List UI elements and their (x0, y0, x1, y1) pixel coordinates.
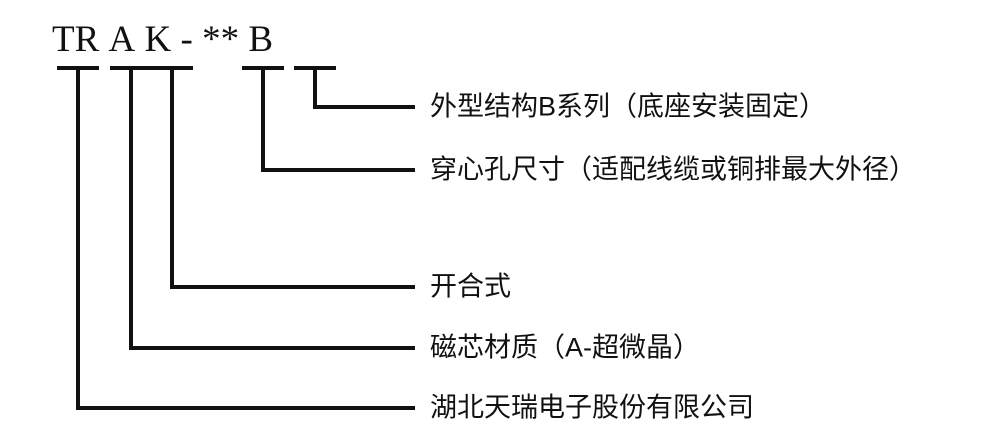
callout-label-stars: 穿心孔尺寸（适配线缆或铜排最大外径） (430, 154, 916, 185)
callout-label-k: 开合式 (430, 271, 511, 302)
leader-line-a (110, 66, 415, 350)
model-code-segment-a: A (108, 18, 136, 60)
callout-label-tr: 湖北天瑞电子股份有限公司 (430, 392, 754, 423)
leader-line-k (151, 66, 415, 289)
callout-label-b: 外型结构B系列（底座安装固定） (430, 91, 827, 122)
model-code-segment-dash: - (180, 18, 193, 60)
model-code-segment-k: K (144, 18, 172, 60)
callout-label-a: 磁芯材质（A-超微晶） (430, 332, 700, 363)
leader-line-stars (242, 66, 415, 172)
model-code-segment-b: B (248, 18, 274, 60)
model-code-segment-stars: ** (202, 18, 240, 60)
model-code-segment-tr: TR (52, 18, 100, 60)
leader-line-tr (57, 66, 415, 410)
leader-line-b (294, 66, 415, 109)
model-code-title: TR A K - ** B (52, 16, 273, 62)
